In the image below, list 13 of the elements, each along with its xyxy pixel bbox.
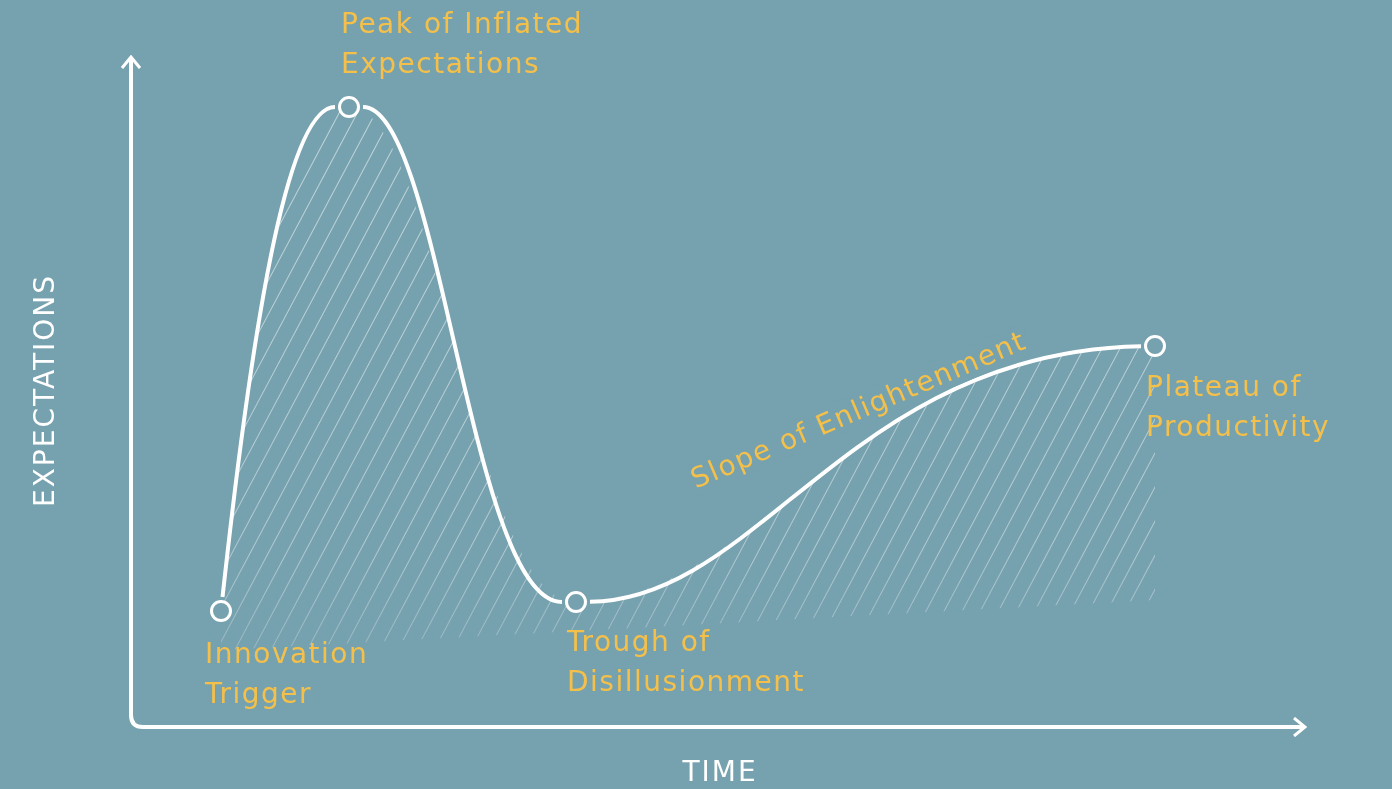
phase-label: Trough of Disillusionment: [567, 624, 806, 700]
axis-title: EXPECTATIONS: [27, 273, 61, 507]
phase-label: Peak of Inflated Expectations: [341, 6, 585, 82]
point-marker: [210, 600, 232, 622]
phase-label: Innovation Trigger: [205, 636, 370, 712]
curve-line: [220, 105, 336, 598]
point-marker: [565, 591, 587, 613]
axis-title: TIME: [682, 754, 758, 788]
curve-line: [589, 344, 1142, 604]
point-marker: [1144, 335, 1166, 357]
curve-line: [362, 105, 563, 604]
phase-label: Plateau of Productivity: [1146, 369, 1331, 445]
point-marker: [338, 96, 360, 118]
